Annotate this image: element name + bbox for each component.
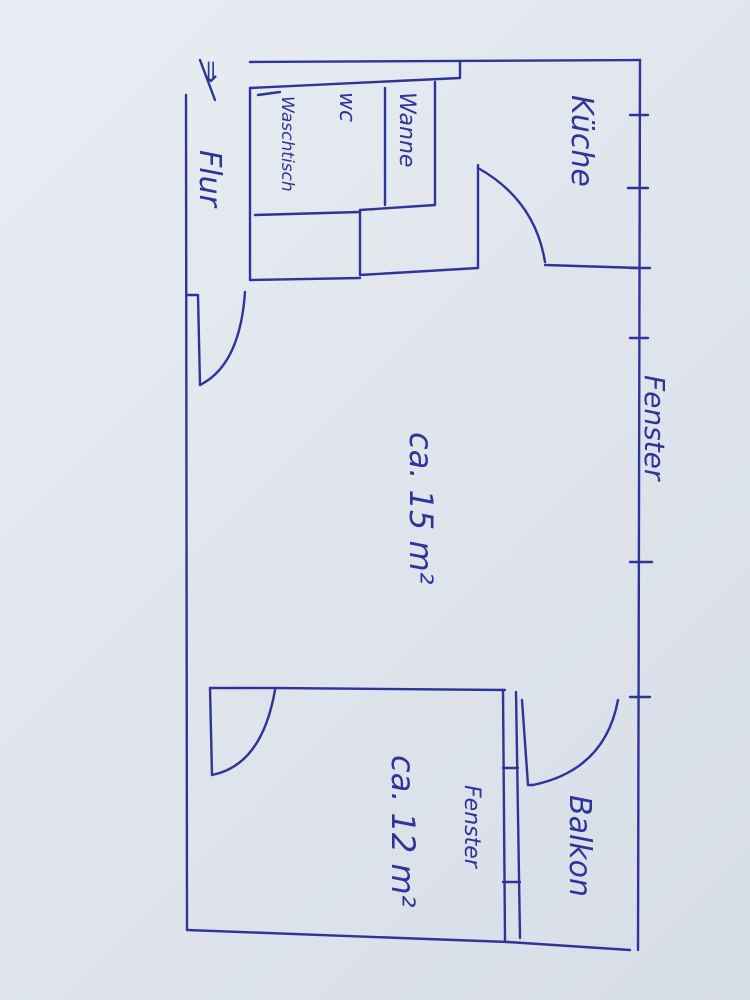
- wall-bottom-left: [185, 928, 510, 944]
- wall-right: [636, 58, 642, 952]
- bedroom-wall-top: [208, 686, 507, 692]
- bedroom-door-jamb: [208, 686, 214, 777]
- kitchen-wall-right: [543, 263, 642, 270]
- bathroom-walls: [248, 60, 642, 282]
- kitchen-door-swing: [476, 166, 547, 264]
- balcony-door-jamb: [520, 698, 535, 787]
- outer-walls: [184, 58, 642, 952]
- main-window-label: Fenster: [638, 375, 671, 482]
- bath-wall-bottom: [248, 276, 362, 282]
- living-area-label: ca. 15 m²: [402, 432, 440, 585]
- balcony-door: [520, 698, 620, 787]
- bedroom-door-swing: [210, 688, 277, 777]
- entry-door-swing: [198, 290, 247, 387]
- entry-door-jamb: [186, 293, 202, 387]
- sink-label: Waschtisch: [277, 96, 297, 192]
- bedroom-window-inner: [514, 690, 522, 940]
- balcony-door-swing: [531, 698, 620, 787]
- wall-bottom-balcony: [506, 940, 632, 952]
- entry-door: [186, 290, 247, 387]
- bedroom-walls: [208, 686, 522, 942]
- wall-left: [184, 93, 189, 932]
- labels: Küche Wanne wc Waschtisch Flur ⇒ Fenster…: [192, 60, 671, 908]
- hall-arrow: ⇒: [195, 60, 228, 83]
- bath-label: Wanne: [394, 92, 419, 167]
- sink-mark: [256, 90, 282, 97]
- sink-wall: [253, 210, 362, 217]
- hall-arrow-line: [198, 58, 217, 102]
- tub-outline: [358, 80, 437, 212]
- kitchen-label: Küche: [564, 95, 599, 187]
- bath-wall-top: [248, 76, 462, 90]
- kitchen-wall-bottom: [358, 266, 480, 277]
- balcony-label: Balkon: [562, 795, 597, 897]
- bedroom-window-label: Fenster: [459, 785, 484, 870]
- wall-top: [248, 58, 642, 64]
- bedroom-wall-right: [501, 688, 507, 942]
- hall-label: Flur: [192, 150, 227, 209]
- bedroom-area-label: ca. 12 m²: [384, 755, 422, 908]
- wc-label: wc: [334, 92, 359, 122]
